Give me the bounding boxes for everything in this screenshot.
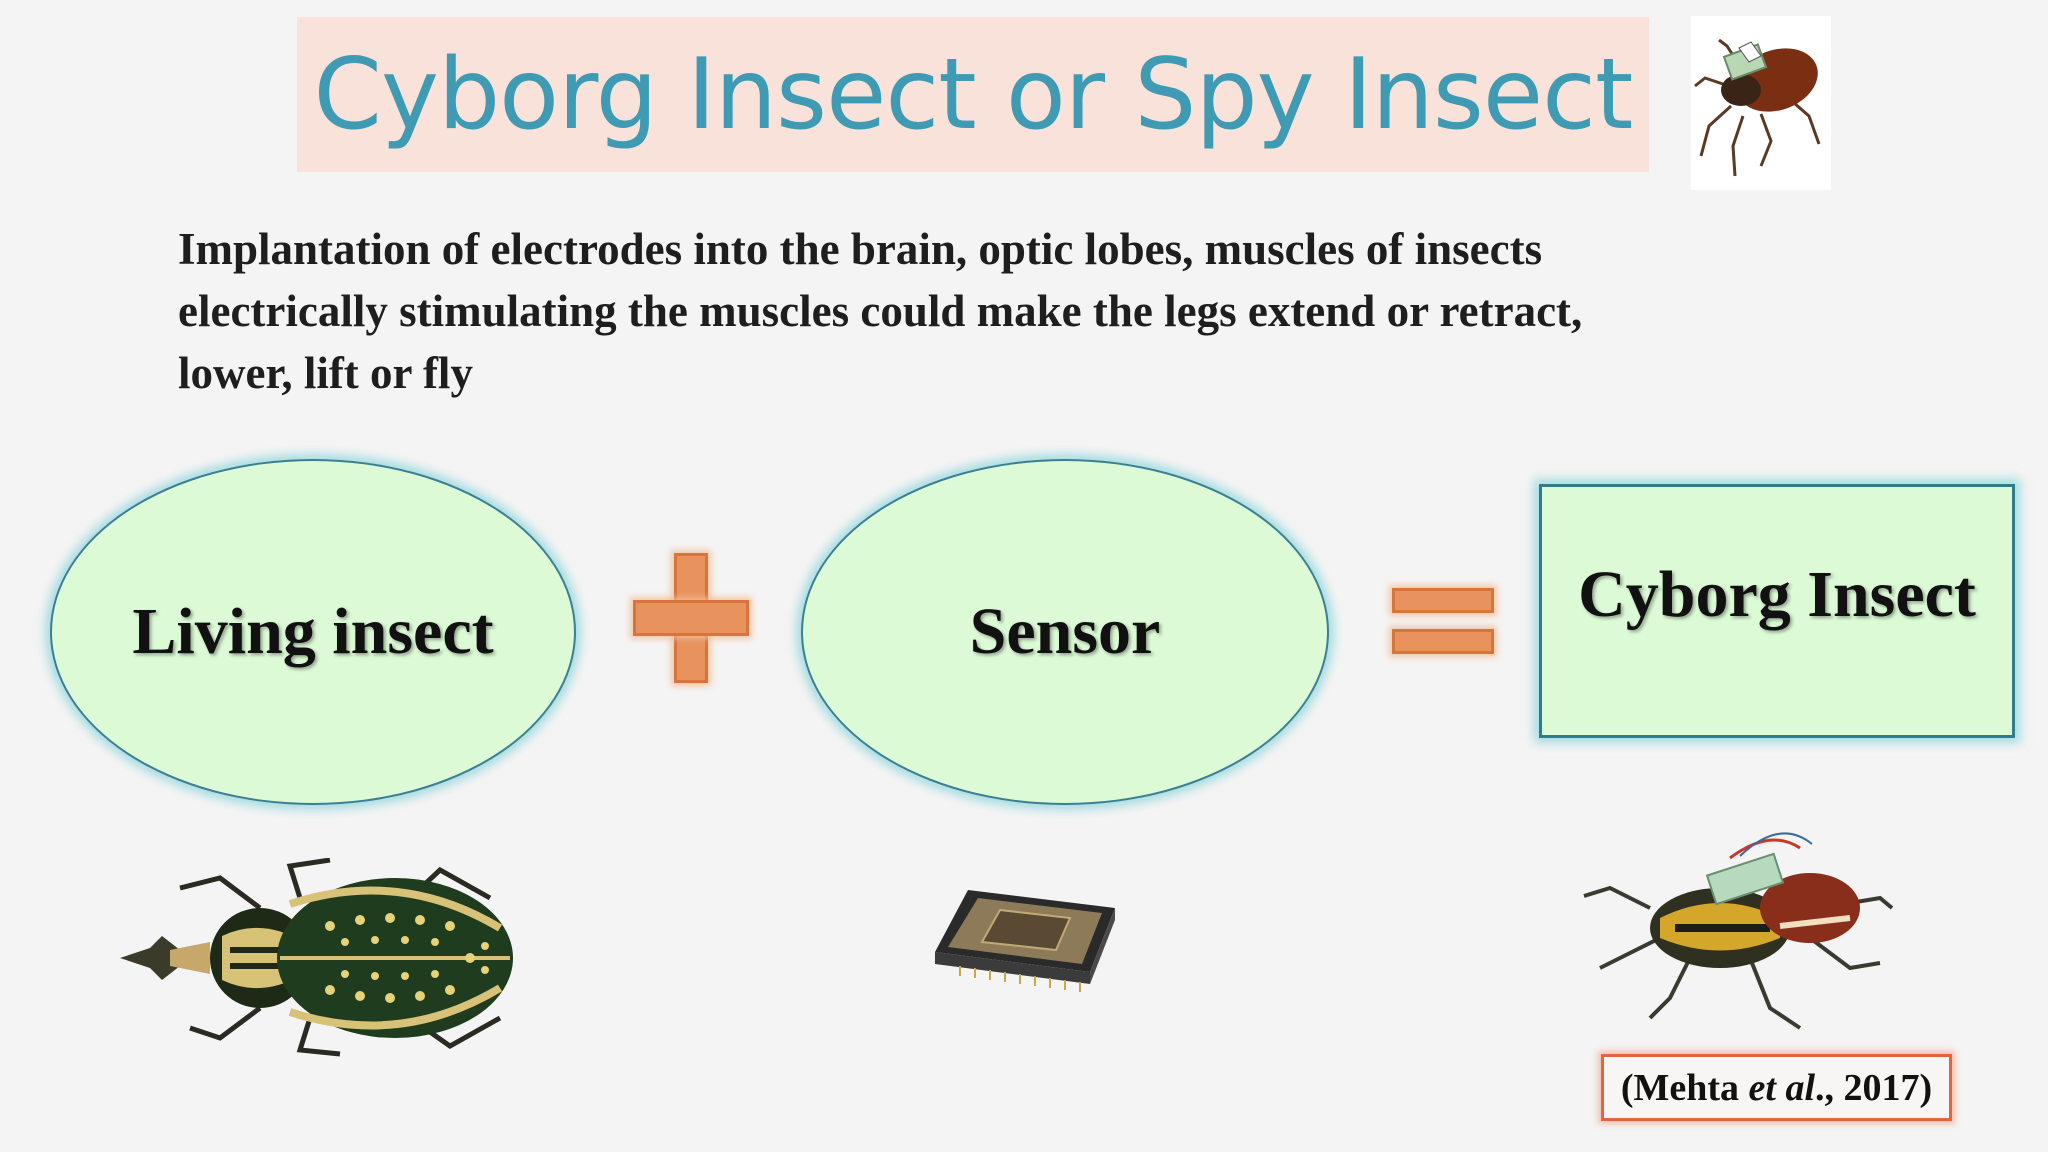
citation-italic: et al <box>1748 1066 1815 1109</box>
description-text: Implantation of electrodes into the brai… <box>178 218 1898 404</box>
cyborg-beetle-thumbnail <box>1691 16 1831 190</box>
sensor-label: Sensor <box>969 595 1161 668</box>
cyborg-insect-label: Cyborg Insect <box>1578 558 1976 631</box>
plus-sign-icon <box>633 553 749 683</box>
description-line: electrically stimulating the muscles cou… <box>178 286 1583 336</box>
cyborg-beetle-photo <box>1580 818 1900 1038</box>
living-beetle-photo <box>110 857 520 1058</box>
goliath-beetle-icon <box>120 857 513 1057</box>
description-line: Implantation of electrodes into the brai… <box>178 224 1543 274</box>
living-insect-ellipse: Living insect <box>50 459 576 805</box>
sensor-ellipse: Sensor <box>801 459 1329 805</box>
title-band <box>297 17 1649 172</box>
citation-open: (Mehta <box>1620 1066 1749 1109</box>
citation-close: ., 2017) <box>1815 1066 1933 1109</box>
equals-sign-icon <box>1392 588 1494 654</box>
citation-box: (Mehta et al., 2017) <box>1601 1054 1952 1121</box>
description-line: lower, lift or fly <box>178 348 473 398</box>
cyborg-beetle-thumbnail-icon <box>1694 38 1821 177</box>
cyborg-beetle-icon <box>1583 832 1894 1030</box>
plus-center <box>677 603 705 633</box>
sensor-chip-photo <box>930 880 1120 1000</box>
equals-bottom-bar <box>1392 629 1494 654</box>
equals-top-bar <box>1392 588 1494 613</box>
living-insect-label: Living insect <box>132 595 494 668</box>
microchip-icon <box>935 890 1115 992</box>
slide-title: Cyborg Insect or Spy Insect <box>313 37 1634 152</box>
cyborg-insect-box: Cyborg Insect <box>1539 484 2015 738</box>
